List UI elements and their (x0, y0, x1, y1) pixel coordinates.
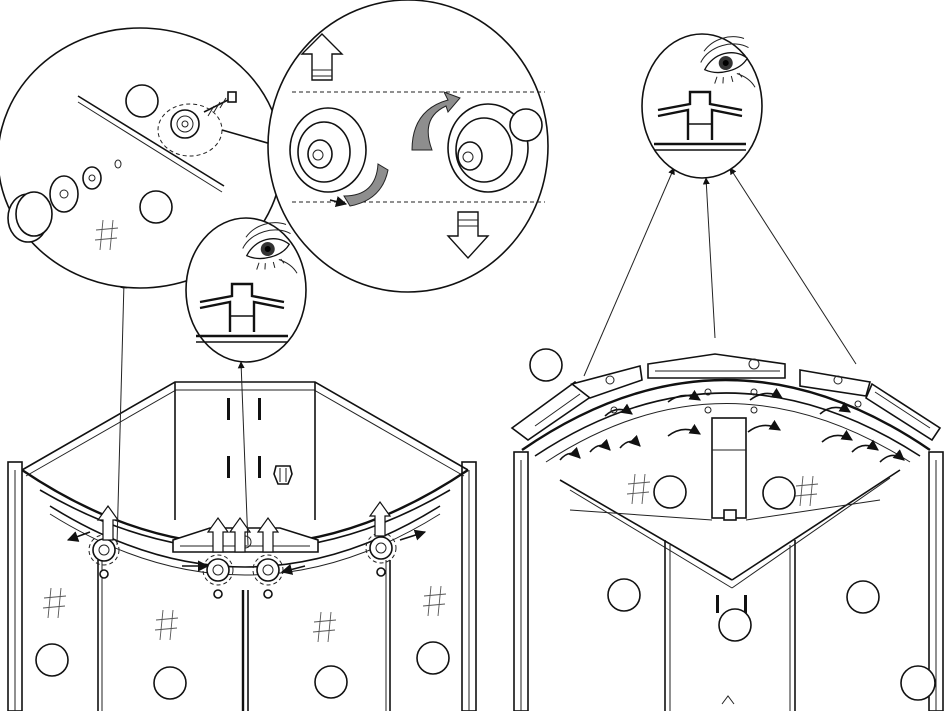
callout-roller-rotate (268, 0, 548, 292)
part-marker-circle (510, 109, 542, 141)
part-marker-circle (719, 609, 751, 641)
part-marker-circle (126, 85, 158, 117)
part-marker-circle (763, 477, 795, 509)
part-marker-circle (315, 666, 347, 698)
part-marker-circle (154, 667, 186, 699)
part-marker-circle (608, 579, 640, 611)
callout-profile-right (642, 32, 762, 178)
roof-cover-3 (648, 354, 785, 378)
central-column (712, 418, 746, 518)
part-marker-circle (530, 349, 562, 381)
part-marker-circle (901, 666, 935, 700)
part-marker-circle (847, 581, 879, 613)
part-marker-circle (654, 476, 686, 508)
part-marker-circle (36, 644, 68, 676)
part-marker-circle (140, 191, 172, 223)
callout-profile-left (186, 218, 306, 362)
part-marker-circle (417, 642, 449, 674)
back-panel-slots (227, 398, 292, 484)
